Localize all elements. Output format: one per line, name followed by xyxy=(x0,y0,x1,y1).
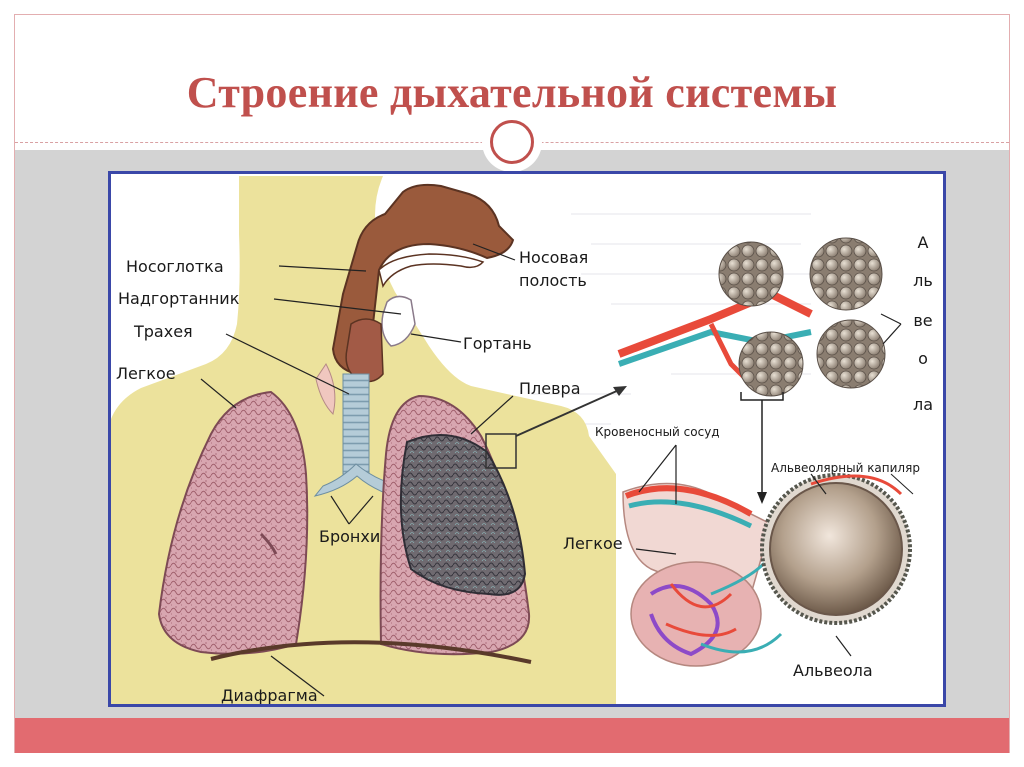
label-trachea: Трахея xyxy=(133,322,193,341)
respiratory-diagram: Носоглотка Надгортанник Трахея Легкое Но… xyxy=(111,176,933,704)
label-larynx: Гортань xyxy=(463,334,532,353)
label-alveoli-part-5: ла xyxy=(913,395,933,414)
background-texture xyxy=(531,213,831,425)
zoom-arrow xyxy=(515,389,620,437)
label-alveoli-part-2: ль xyxy=(913,271,933,290)
label-alveola: Альвеола xyxy=(793,661,873,680)
label-lung: Легкое xyxy=(116,364,176,383)
alveoli-cluster xyxy=(617,237,902,397)
left-lung xyxy=(157,390,309,655)
alveoli-vertical-label: А ль ве о ла xyxy=(913,233,933,414)
respiratory-system-figure: Носоглотка Надгортанник Трахея Легкое Но… xyxy=(108,171,946,707)
label-alveolar-capillary: Альвеолярный капиляр xyxy=(771,461,920,475)
diaphragm-line xyxy=(210,640,532,664)
diagram-labels: Носоглотка Надгортанник Трахея Легкое Но… xyxy=(116,248,873,704)
label-diaphragm: Диафрагма xyxy=(221,686,318,704)
detail-arrow-head xyxy=(757,492,767,504)
pleura-zoom-box xyxy=(485,433,517,469)
alveolus-detail xyxy=(622,473,914,667)
label-lung-detail: Легкое xyxy=(563,534,623,553)
label-nasal-cavity-2: полость xyxy=(519,271,587,290)
head-airway xyxy=(331,183,515,383)
circle-ornament-icon xyxy=(482,112,542,172)
detail-bracket xyxy=(740,392,784,494)
lung-section-dark xyxy=(399,433,527,596)
label-alveoli-part-4: о xyxy=(918,349,928,368)
diagram-small-labels: Кровеносный сосуд Альвеолярный капиляр xyxy=(595,425,920,475)
slide-title: Строение дыхательной системы xyxy=(186,68,838,117)
label-alveoli-part-3: ве xyxy=(913,311,932,330)
leader-lines xyxy=(200,243,852,697)
label-nasopharynx: Носоглотка xyxy=(126,257,224,276)
label-blood-vessel: Кровеносный сосуд xyxy=(595,425,720,439)
label-epiglottis: Надгортанник xyxy=(118,289,240,308)
bottom-accent-bar xyxy=(15,718,1009,753)
label-alveoli-part-1: А xyxy=(918,233,929,252)
zoom-arrow-head xyxy=(613,386,627,396)
lungs xyxy=(157,390,532,664)
label-bronchi: Бронхи xyxy=(319,527,380,546)
label-nasal-cavity-1: Носовая xyxy=(519,248,588,267)
label-pleura: Плевра xyxy=(519,379,581,398)
